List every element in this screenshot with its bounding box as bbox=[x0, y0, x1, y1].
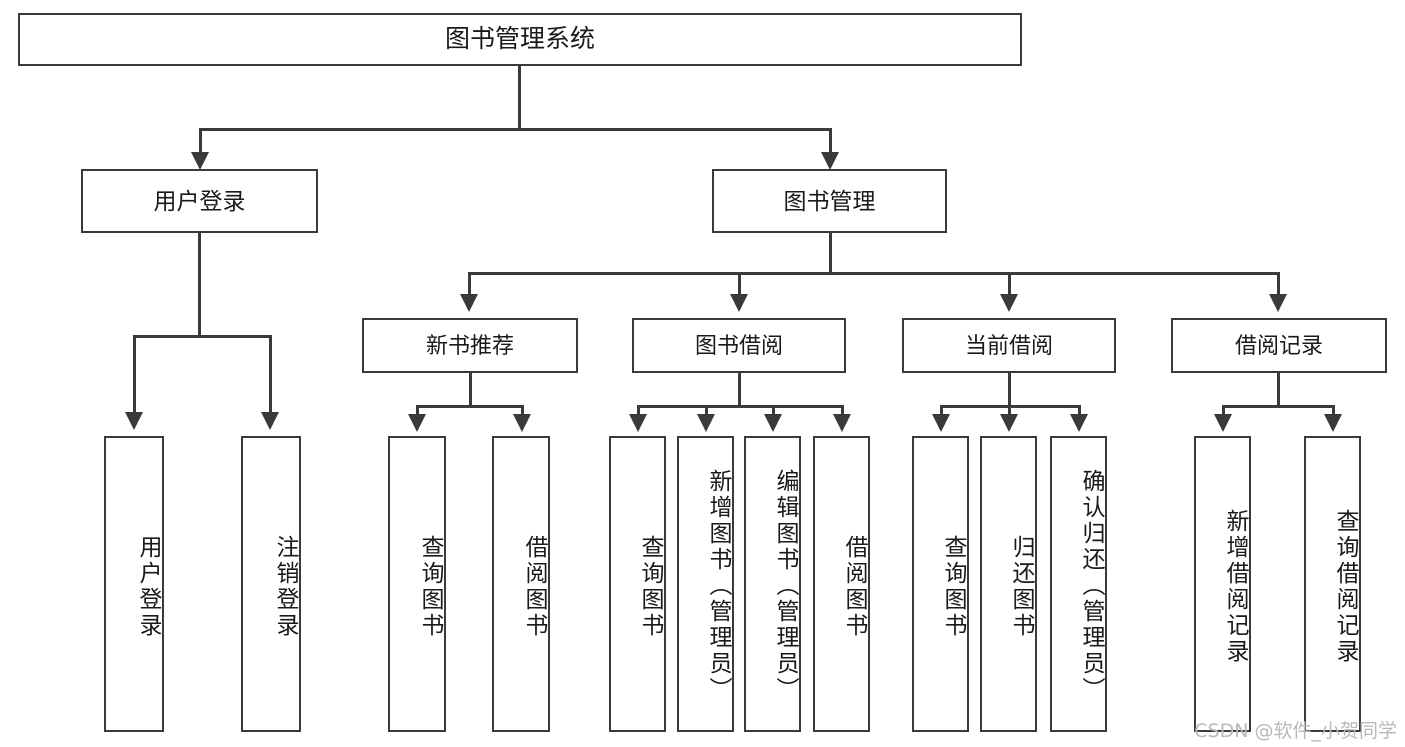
node-new-book-recommend[interactable]: 新书推荐 bbox=[362, 318, 578, 373]
connector-borrowrecord-bar bbox=[1222, 405, 1335, 408]
node-label: 当前借阅 bbox=[964, 332, 1053, 358]
node-label: 新增借阅记录 bbox=[1223, 509, 1249, 665]
node-label: 借阅记录 bbox=[1234, 332, 1323, 358]
node-borrow-record[interactable]: 借阅记录 bbox=[1171, 318, 1387, 373]
connector-bookborrow-child-2 bbox=[705, 405, 708, 417]
node-book-borrow[interactable]: 图书借阅 bbox=[632, 318, 846, 373]
arrow-bookmgmt-child-3 bbox=[1000, 294, 1018, 312]
connector-bookmgmt-child-3 bbox=[1008, 272, 1011, 297]
connector-currentborrow-child-1 bbox=[940, 405, 943, 417]
connector-borrowrecord-child-1 bbox=[1222, 405, 1225, 417]
connector-bookmgmt-bar bbox=[468, 272, 1278, 275]
leaf-borrow-book-borrow[interactable]: 借阅图书 bbox=[813, 436, 870, 732]
node-label: 图书管理 bbox=[783, 187, 876, 214]
connector-currentborrow-stem bbox=[1008, 373, 1011, 405]
arrow-root-to-userlogin bbox=[191, 152, 209, 170]
arrow-newbook-child-2 bbox=[513, 414, 531, 432]
arrow-currentborrow-child-3 bbox=[1070, 414, 1088, 432]
connector-bookmgmt-child-2 bbox=[738, 272, 741, 297]
leaf-borrow-book-newbook[interactable]: 借阅图书 bbox=[492, 436, 550, 732]
leaf-logout[interactable]: 注销登录 bbox=[241, 436, 301, 732]
connector-root-to-userlogin bbox=[199, 128, 202, 156]
node-user-login[interactable]: 用户登录 bbox=[81, 169, 318, 233]
arrow-borrowrecord-child-2 bbox=[1324, 414, 1342, 432]
arrow-userlogin-child-1 bbox=[125, 412, 143, 430]
leaf-user-login[interactable]: 用户登录 bbox=[104, 436, 164, 732]
arrow-bookborrow-child-3 bbox=[764, 414, 782, 432]
connector-userlogin-child-2 bbox=[269, 335, 272, 415]
connector-bookmgmt-child-4 bbox=[1277, 272, 1280, 297]
connector-bookborrow-child-1 bbox=[637, 405, 640, 417]
connector-bookborrow-bar bbox=[637, 405, 844, 408]
node-root-system[interactable]: 图书管理系统 bbox=[18, 13, 1022, 66]
arrow-bookborrow-child-4 bbox=[833, 414, 851, 432]
node-label: 新书推荐 bbox=[425, 332, 514, 358]
node-label: 查询图书 bbox=[418, 535, 444, 639]
node-label: 借阅图书 bbox=[522, 535, 548, 639]
leaf-confirm-return-admin[interactable]: 确认归还（管理员） bbox=[1050, 436, 1107, 732]
connector-bookmgmt-child-1 bbox=[468, 272, 471, 297]
node-label: 用户登录 bbox=[153, 187, 246, 214]
connector-bookborrow-child-3 bbox=[772, 405, 775, 417]
connector-currentborrow-child-2 bbox=[1008, 405, 1011, 417]
node-label: 借阅图书 bbox=[842, 535, 868, 639]
node-book-management[interactable]: 图书管理 bbox=[712, 169, 947, 233]
node-label: 注销登录 bbox=[273, 535, 299, 639]
connector-newbook-child-1 bbox=[416, 405, 419, 417]
leaf-edit-book-admin[interactable]: 编辑图书（管理员） bbox=[744, 436, 801, 732]
connector-borrowrecord-stem bbox=[1277, 373, 1280, 405]
connector-userlogin-child-1 bbox=[133, 335, 136, 415]
connector-userlogin-bar bbox=[133, 335, 272, 338]
node-current-borrow[interactable]: 当前借阅 bbox=[902, 318, 1116, 373]
connector-root-to-bookmgmt bbox=[829, 128, 832, 156]
node-label: 查询图书 bbox=[638, 535, 664, 639]
arrow-bookmgmt-child-1 bbox=[460, 294, 478, 312]
node-label: 用户登录 bbox=[136, 535, 162, 639]
arrow-bookborrow-child-1 bbox=[629, 414, 647, 432]
connector-bookmgmt-stem bbox=[829, 233, 832, 272]
connector-bookborrow-child-4 bbox=[841, 405, 844, 417]
arrow-newbook-child-1 bbox=[408, 414, 426, 432]
connector-newbook-bar bbox=[416, 405, 524, 408]
leaf-query-borrow-record[interactable]: 查询借阅记录 bbox=[1304, 436, 1361, 732]
arrow-borrowrecord-child-1 bbox=[1214, 414, 1232, 432]
connector-bookborrow-stem bbox=[738, 373, 741, 405]
arrow-bookmgmt-child-2 bbox=[730, 294, 748, 312]
leaf-add-borrow-record[interactable]: 新增借阅记录 bbox=[1194, 436, 1251, 732]
node-label: 确认归还（管理员） bbox=[1079, 469, 1105, 703]
leaf-query-book-borrow[interactable]: 查询图书 bbox=[609, 436, 666, 732]
connector-newbook-stem bbox=[469, 373, 472, 405]
arrow-root-to-bookmgmt bbox=[821, 152, 839, 170]
node-label: 图书借阅 bbox=[694, 332, 783, 358]
node-label: 查询图书 bbox=[941, 535, 967, 639]
connector-userlogin-stem bbox=[198, 233, 201, 335]
arrow-currentborrow-child-1 bbox=[932, 414, 950, 432]
watermark-text: CSDN @软件_小贺同学 bbox=[1194, 720, 1397, 742]
connector-newbook-child-2 bbox=[521, 405, 524, 417]
connector-currentborrow-child-3 bbox=[1078, 405, 1081, 417]
node-label: 新增图书（管理员） bbox=[706, 469, 732, 703]
connector-root-stem bbox=[518, 66, 521, 128]
leaf-add-book-admin[interactable]: 新增图书（管理员） bbox=[677, 436, 734, 732]
node-label: 查询借阅记录 bbox=[1333, 509, 1359, 665]
node-label: 编辑图书（管理员） bbox=[773, 469, 799, 703]
leaf-query-book-current[interactable]: 查询图书 bbox=[912, 436, 969, 732]
arrow-bookmgmt-child-4 bbox=[1269, 294, 1287, 312]
node-label: 图书管理系统 bbox=[444, 25, 595, 54]
arrow-userlogin-child-2 bbox=[261, 412, 279, 430]
node-label: 归还图书 bbox=[1009, 535, 1035, 639]
connector-root-bar bbox=[199, 128, 832, 131]
leaf-return-book[interactable]: 归还图书 bbox=[980, 436, 1037, 732]
connector-borrowrecord-child-2 bbox=[1332, 405, 1335, 417]
arrow-currentborrow-child-2 bbox=[1000, 414, 1018, 432]
leaf-query-book-newbook[interactable]: 查询图书 bbox=[388, 436, 446, 732]
arrow-bookborrow-child-2 bbox=[697, 414, 715, 432]
